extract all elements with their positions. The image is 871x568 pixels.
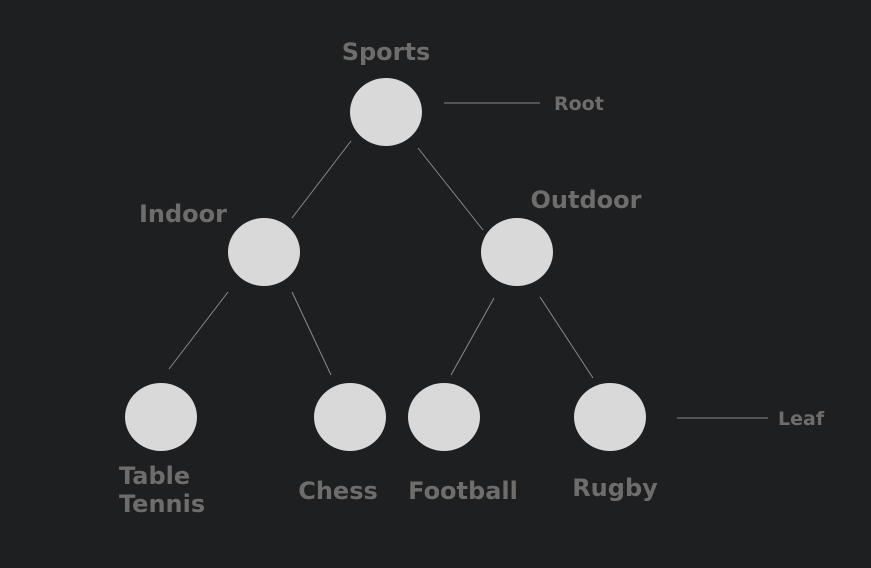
edge-sports-indoor [291, 140, 352, 219]
node-label-rugby: Rugby [572, 474, 658, 502]
edge-indoor-table-tennis [168, 291, 229, 370]
node-label-table-tennis-line2: Tennis [119, 490, 205, 518]
node-rugby [574, 383, 646, 451]
node-label-sports: Sports [342, 38, 431, 66]
edge-indoor-chess [291, 291, 332, 376]
node-indoor [228, 218, 300, 286]
node-table-tennis [125, 383, 197, 451]
node-label-chess: Chess [298, 477, 378, 505]
node-football [408, 383, 480, 451]
annotation-leaf: Leaf [778, 408, 825, 430]
node-chess [314, 383, 386, 451]
node-label-indoor: Indoor [139, 200, 227, 228]
edge-outdoor-rugby [539, 296, 594, 379]
node-sports [350, 78, 422, 146]
edge-outdoor-football [450, 297, 495, 376]
node-label-football: Football [408, 477, 518, 505]
node-label-table-tennis-line1: Table [119, 462, 190, 490]
edge-sports-outdoor [417, 147, 484, 231]
annotation-root: Root [554, 93, 604, 115]
node-label-outdoor: Outdoor [531, 186, 642, 214]
node-outdoor [481, 218, 553, 286]
